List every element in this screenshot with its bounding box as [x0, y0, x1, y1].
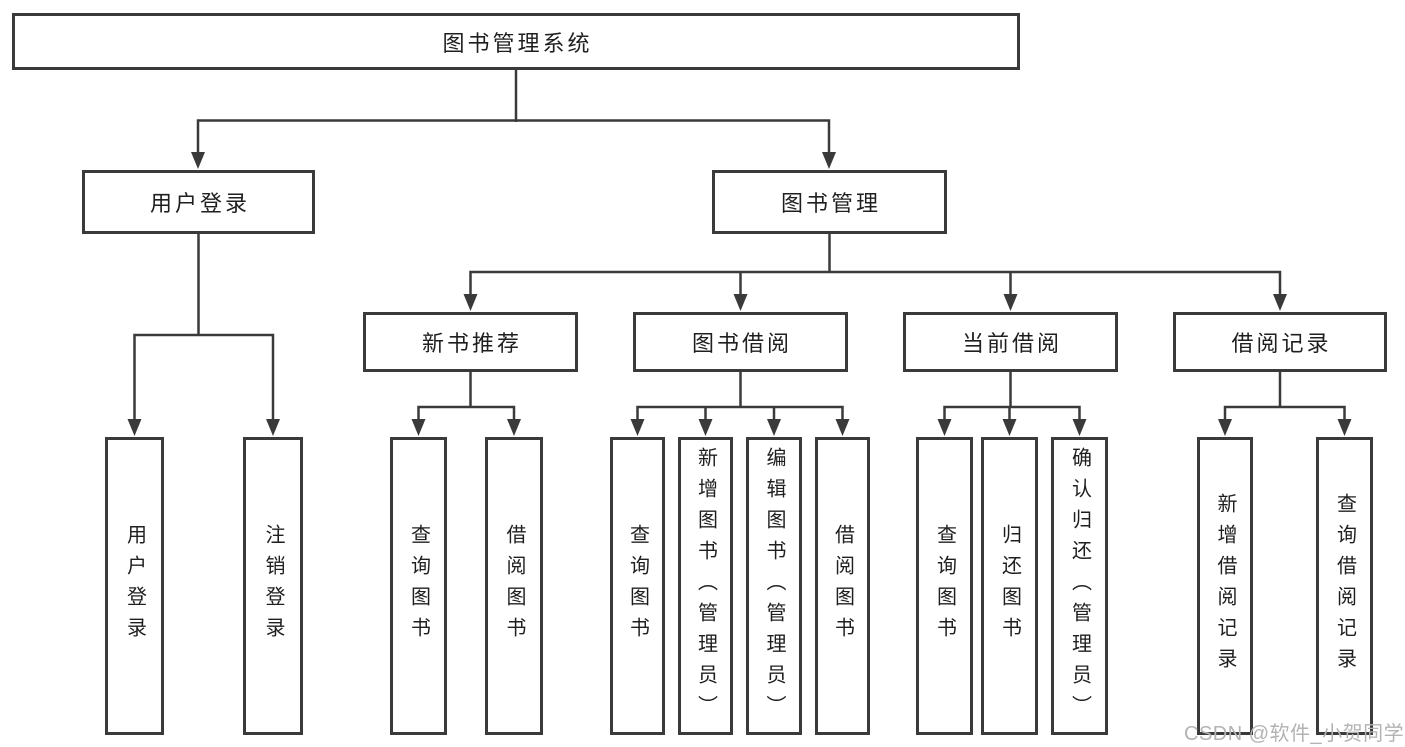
- watermark-text: CSDN @软件_小贺同学: [1184, 723, 1405, 745]
- leaf-add-borrow-record-label: 新增借阅记录: [1214, 493, 1236, 679]
- leaf-confirm-return-admin: 确认归还（管理员）: [1051, 437, 1108, 735]
- node-current-borrowing: 当前借阅: [903, 312, 1118, 372]
- leaf-confirm-return-admin-label: 确认归还（管理员）: [1068, 446, 1091, 726]
- node-book-management: 图书管理: [712, 170, 947, 234]
- leaf-edit-books-admin: 编辑图书（管理员）: [746, 437, 802, 735]
- leaf-borrow-books-recommend-label: 借阅图书: [503, 524, 525, 648]
- leaf-query-borrow-record-label: 查询借阅记录: [1333, 493, 1356, 679]
- leaf-return-books: 归还图书: [981, 437, 1038, 735]
- leaf-add-books-admin: 新增图书（管理员）: [678, 437, 733, 735]
- leaf-edit-books-admin-label: 编辑图书（管理员）: [763, 446, 785, 726]
- node-root: 图书管理系统: [12, 13, 1020, 70]
- leaf-add-borrow-record: 新增借阅记录: [1197, 437, 1253, 735]
- leaf-query-books-current-label: 查询图书: [933, 524, 956, 648]
- node-user-login: 用户登录: [82, 170, 315, 234]
- leaf-borrow-books-recommend: 借阅图书: [485, 437, 543, 735]
- leaf-query-books-borrowing-label: 查询图书: [626, 524, 649, 648]
- leaf-query-books-current: 查询图书: [916, 437, 973, 735]
- node-book-borrowing: 图书借阅: [633, 312, 848, 372]
- leaf-query-borrow-record: 查询借阅记录: [1316, 437, 1373, 735]
- arrowhead-icons: [127, 152, 1352, 436]
- leaf-query-books-recommend: 查询图书: [390, 437, 447, 735]
- leaf-borrow-books-borrowing-label: 借阅图书: [831, 524, 854, 648]
- leaf-return-books-label: 归还图书: [998, 524, 1021, 648]
- leaf-logout-login-label: 注销登录: [262, 524, 284, 648]
- leaf-user-login: 用户登录: [105, 437, 164, 735]
- node-borrowing-records: 借阅记录: [1173, 312, 1387, 372]
- leaf-add-books-admin-label: 新增图书（管理员）: [694, 446, 717, 726]
- leaf-borrow-books-borrowing: 借阅图书: [815, 437, 870, 735]
- leaf-logout-login: 注销登录: [243, 437, 303, 735]
- leaf-user-login-label: 用户登录: [123, 524, 146, 648]
- leaf-query-books-recommend-label: 查询图书: [407, 524, 430, 648]
- node-new-book-recommend: 新书推荐: [363, 312, 578, 372]
- leaf-query-books-borrowing: 查询图书: [610, 437, 665, 735]
